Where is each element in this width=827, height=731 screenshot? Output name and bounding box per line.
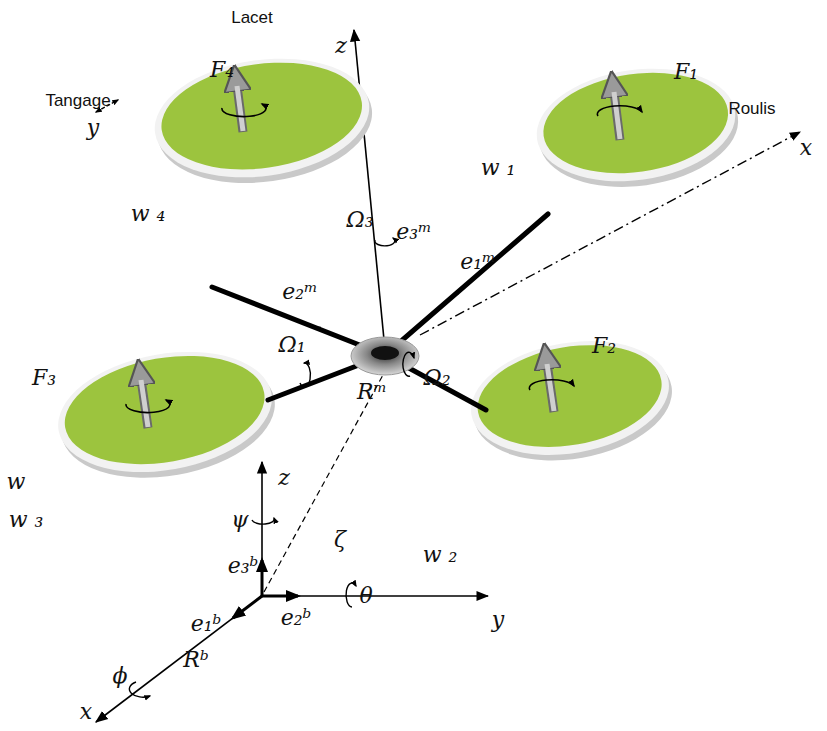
hub <box>351 337 419 375</box>
unit-vector-label: e₃ᵐ <box>396 221 431 243</box>
rotor-spin-arrows <box>126 104 642 413</box>
inertial-frame <box>96 462 488 722</box>
unit-vector-label: e₁ᵐ <box>460 251 495 273</box>
thrust-arrows <box>140 78 620 428</box>
unit-vector-label: e₂ᵇ <box>281 607 312 629</box>
rotation-label: Ω₁ <box>278 334 305 356</box>
rotor-4 <box>147 45 380 196</box>
angle-label: ψ <box>231 509 248 531</box>
body-z-axis <box>354 30 385 350</box>
rotor-1 <box>529 56 745 199</box>
arms <box>212 214 548 410</box>
force-label: F₁ <box>674 61 698 83</box>
unit-vector-label: e₂ᵐ <box>282 281 317 303</box>
axis-label: y <box>87 117 99 139</box>
rotor-label: w <box>7 471 26 493</box>
axis-label: x <box>800 137 812 159</box>
rotation-label: Ω₃ <box>346 209 373 231</box>
force-label: F₂ <box>592 335 616 357</box>
euler-angle-arrows <box>129 518 356 697</box>
angle-label: ϕ <box>113 665 128 687</box>
unit-vector-label: e₁ᵇ <box>191 613 222 635</box>
force-label: F₃ <box>32 367 56 389</box>
yaw-label: Lacet <box>231 9 273 26</box>
rotation-label: Ω₂ <box>423 367 450 389</box>
position-vector <box>264 375 383 592</box>
rotor-label: w ₁ <box>481 157 516 179</box>
rotor-2 <box>462 326 681 475</box>
frame-label: Rᵇ <box>183 649 208 671</box>
axis-label: x <box>80 701 92 723</box>
position-label: ζ <box>334 529 346 551</box>
unit-vector-label: e₃ᵇ <box>228 555 259 577</box>
axis-label: z <box>278 467 290 489</box>
e1m-vector <box>450 290 460 299</box>
rotor-label: w ₂ <box>423 544 458 566</box>
axis-label: y <box>492 609 504 631</box>
force-label: F₄ <box>210 59 234 81</box>
hub-center <box>371 346 399 360</box>
angle-label: θ <box>359 585 372 607</box>
body-rotation-arrows <box>300 238 414 387</box>
axis-label: z <box>335 35 347 57</box>
rotor-label: w ₃ <box>9 509 44 531</box>
frame-label: Rᵐ <box>357 381 387 403</box>
roll-label: Roulis <box>728 100 775 117</box>
e2m-vector <box>316 327 325 331</box>
rotor-label: w ₄ <box>131 203 166 225</box>
rotor-3 <box>49 336 285 494</box>
pitch-label: Tangage <box>45 92 110 109</box>
body-x-axis <box>420 132 800 335</box>
